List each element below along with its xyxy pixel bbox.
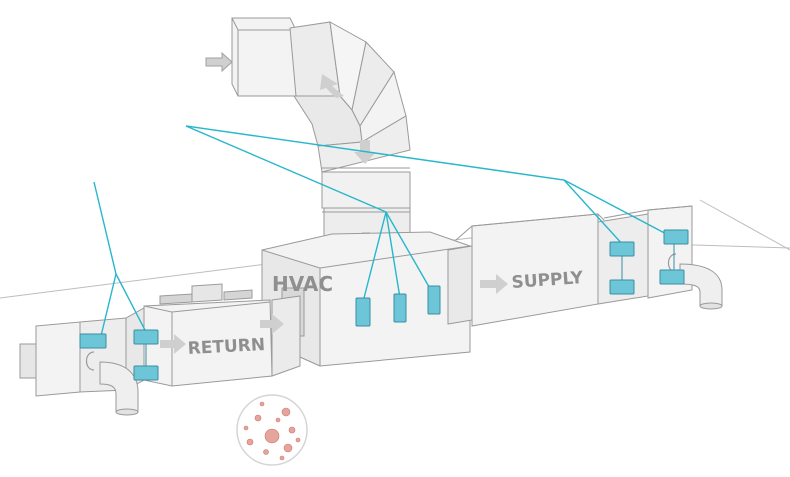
intake-arrow-icon [205,51,233,73]
hvac-label: HVAC [272,272,333,296]
return-sensor-b-bottom [133,365,159,381]
supply-sensor-b-top [663,229,689,245]
callout-lines [93,125,675,341]
supply-duct [447,205,693,327]
airflow-arrow-icon [160,314,284,354]
return-duct [35,283,301,397]
return-sensor-a [79,333,107,349]
airflow-arrow-icon [480,274,508,294]
return-label: RETURN [187,335,265,359]
hvac-sensor-1 [355,297,371,327]
supply-sensor-a-bottom [609,279,635,295]
supply-sensor-a-top [609,241,635,257]
hvac-sensor-2 [393,293,407,323]
contaminant-particles-icon [236,394,308,466]
return-damper [85,351,95,371]
return-sensor-b-top [133,329,159,345]
intake-elbow-duct [231,17,411,247]
supply-outlet-pipe [679,263,723,310]
supply-sensor-b-bottom [659,269,685,285]
return-intake-pipe [19,343,139,416]
hvac-sensor-3 [427,285,441,315]
sensor-connectors [145,244,675,366]
sensor-panels [79,229,689,381]
